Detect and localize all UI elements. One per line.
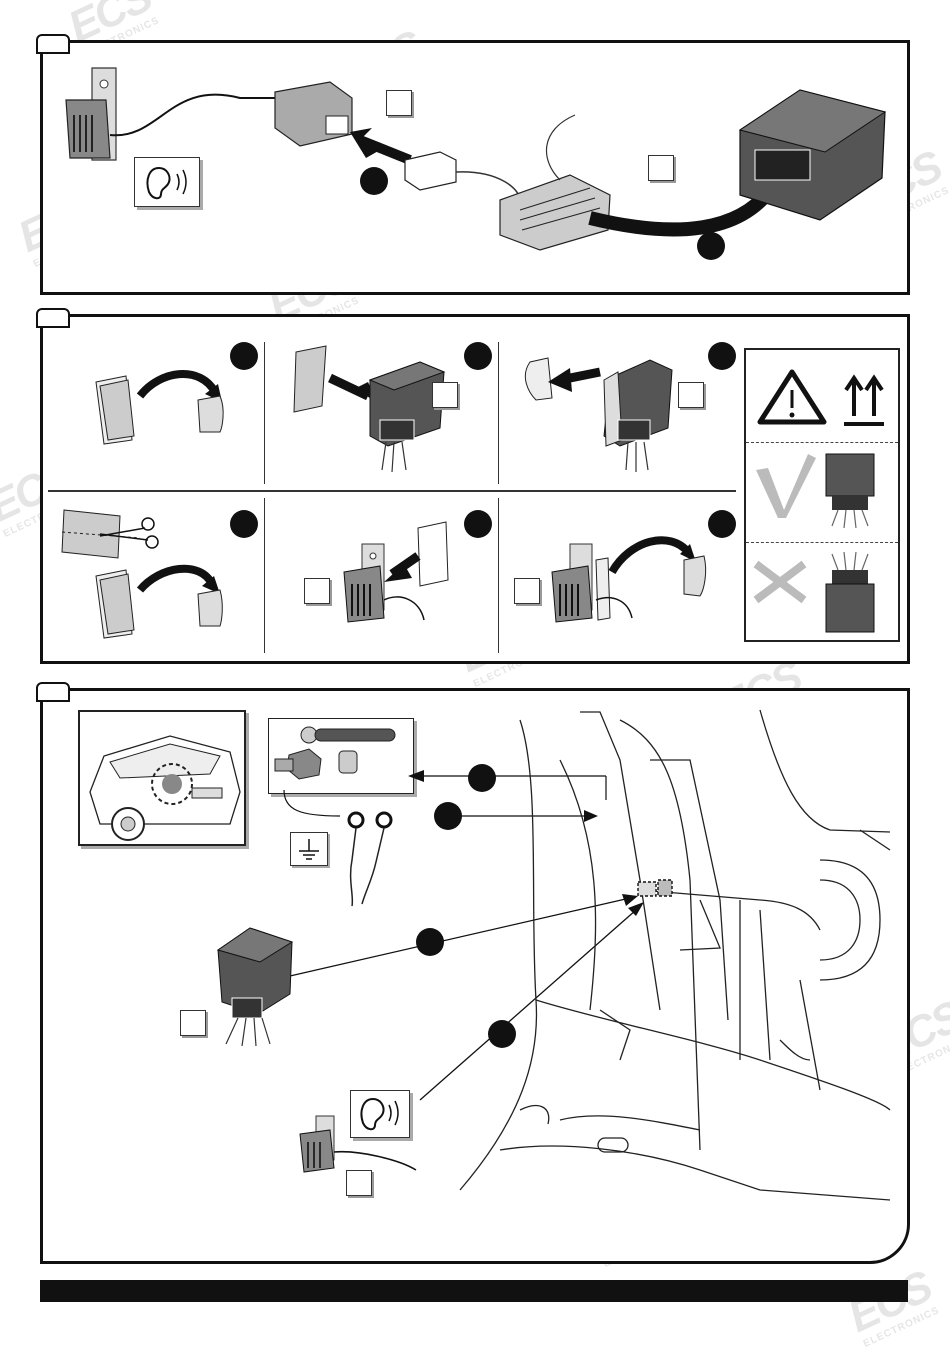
callout-box: [432, 382, 458, 408]
ear-sound-icon: [350, 1090, 410, 1138]
step-marker: [464, 342, 492, 370]
callout-box: [180, 1010, 206, 1036]
divider: [264, 498, 265, 653]
step-2-tab: [36, 308, 70, 328]
step-1-illustration: [65, 67, 887, 251]
control-module-small: [216, 927, 294, 1047]
step-3-illustration: [216, 709, 891, 1201]
footer-bar: [40, 1280, 908, 1302]
orientation-legend: [744, 348, 900, 642]
step-marker: [697, 232, 725, 260]
callout-box: [514, 578, 540, 604]
divider: [498, 498, 499, 653]
step-marker: [468, 764, 496, 792]
step-marker: [434, 802, 462, 830]
harness-connector: [499, 114, 611, 251]
check-mark-icon: [756, 454, 816, 518]
ear-sound-icon: [134, 157, 200, 207]
this-way-up-icon: [844, 374, 884, 426]
legend-divider: [746, 442, 898, 443]
mounting-spot: [637, 879, 673, 897]
cross-mark-icon: [753, 560, 807, 604]
tools-box: [268, 718, 414, 794]
step-marker: [464, 510, 492, 538]
step-marker: [416, 928, 444, 956]
step-marker: [360, 167, 388, 195]
step-2-illustrations: [61, 345, 707, 639]
bolt-icon: [274, 748, 322, 780]
step-marker: [488, 1020, 516, 1048]
buzzer-device: [65, 67, 117, 161]
callout-box: [346, 1170, 372, 1196]
legend-divider: [746, 542, 898, 543]
callout-box: [648, 155, 674, 181]
warning-triangle-icon: [757, 369, 827, 425]
step-marker: [708, 510, 736, 538]
callout-box: [304, 578, 330, 604]
callout-box: [678, 382, 704, 408]
socket-icon: [338, 750, 358, 774]
peel-tape: [95, 369, 224, 445]
divider: [264, 342, 265, 484]
ground-terminals: [347, 811, 393, 907]
peel-bracket: [551, 536, 707, 623]
remove-liner: [524, 357, 673, 472]
step-marker: [708, 342, 736, 370]
device-upright: [825, 453, 875, 529]
ratchet-wrench-icon: [300, 726, 396, 744]
apply-tape: [293, 345, 446, 473]
apply-bracket: [343, 521, 449, 623]
control-module: [738, 89, 887, 221]
callout-box: [386, 90, 412, 116]
ground-symbol-icon: [290, 832, 328, 866]
step-1-tab: [36, 34, 70, 54]
cut-tape: [61, 509, 223, 639]
buzzer-small: [299, 1115, 417, 1173]
vehicle-interior: [459, 709, 891, 1201]
step-marker: [230, 510, 258, 538]
step-3-tab: [36, 682, 70, 702]
step-marker: [230, 342, 258, 370]
divider: [48, 490, 736, 492]
male-plug: [404, 151, 457, 191]
device-inverted: [825, 551, 875, 633]
car-location-thumbnail: [78, 710, 246, 846]
divider: [498, 342, 499, 484]
